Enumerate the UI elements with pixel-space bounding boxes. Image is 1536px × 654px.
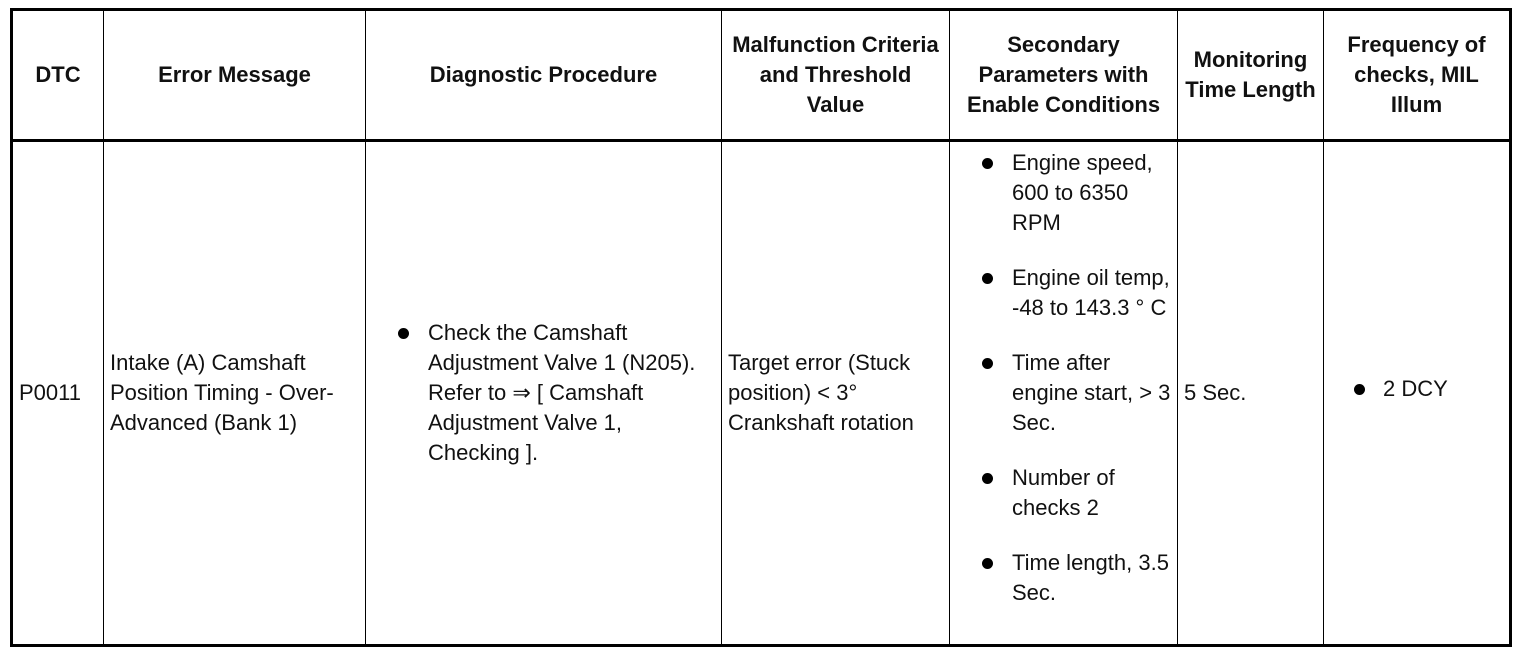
header-diagnostic-procedure: Diagnostic Procedure	[365, 9, 722, 142]
frequency-item: 2 DCY	[1330, 374, 1503, 404]
cell-frequency: 2 DCY	[1323, 140, 1511, 646]
cell-dtc-code: P0011	[11, 140, 104, 646]
secondary-parameter-item: Engine oil temp, -48 to 143.3 ° C	[956, 263, 1171, 323]
cell-secondary-parameters: Engine speed, 600 to 6350 RPM Engine oil…	[949, 140, 1178, 646]
secondary-parameter-item: Engine speed, 600 to 6350 RPM	[956, 148, 1171, 238]
cell-monitoring-time: 5 Sec.	[1177, 140, 1324, 646]
procedure-list: Check the Camshaft Adjustment Valve 1 (N…	[372, 318, 715, 468]
procedure-step: Check the Camshaft Adjustment Valve 1 (N…	[372, 318, 715, 468]
cell-malfunction-criteria: Target error (Stuck position) < 3° Crank…	[721, 140, 950, 646]
header-secondary-parameters: Secondary Parameters with Enable Conditi…	[949, 9, 1178, 142]
header-error-message: Error Message	[103, 9, 366, 142]
secondary-parameter-item: Time length, 3.5 Sec.	[956, 548, 1171, 608]
cell-error-message: Intake (A) Camshaft Position Timing - Ov…	[103, 140, 366, 646]
cell-diagnostic-procedure: Check the Camshaft Adjustment Valve 1 (N…	[365, 140, 722, 646]
header-frequency: Frequency of checks, MIL Illum	[1323, 9, 1511, 142]
header-malfunction-criteria: Malfunction Criteria and Threshold Value	[721, 9, 950, 142]
secondary-parameter-list: Engine speed, 600 to 6350 RPM Engine oil…	[956, 148, 1171, 608]
header-dtc: DTC	[11, 9, 104, 142]
frequency-list: 2 DCY	[1330, 374, 1503, 404]
header-monitoring-time: Monitoring Time Length	[1177, 9, 1324, 142]
table-row: P0011 Intake (A) Camshaft Position Timin…	[11, 140, 1511, 646]
dtc-table: DTC Error Message Diagnostic Procedure M…	[10, 8, 1512, 647]
secondary-parameter-item: Time after engine start, > 3 Sec.	[956, 348, 1171, 438]
secondary-parameter-item: Number of checks 2	[956, 463, 1171, 523]
header-row: DTC Error Message Diagnostic Procedure M…	[11, 9, 1511, 142]
